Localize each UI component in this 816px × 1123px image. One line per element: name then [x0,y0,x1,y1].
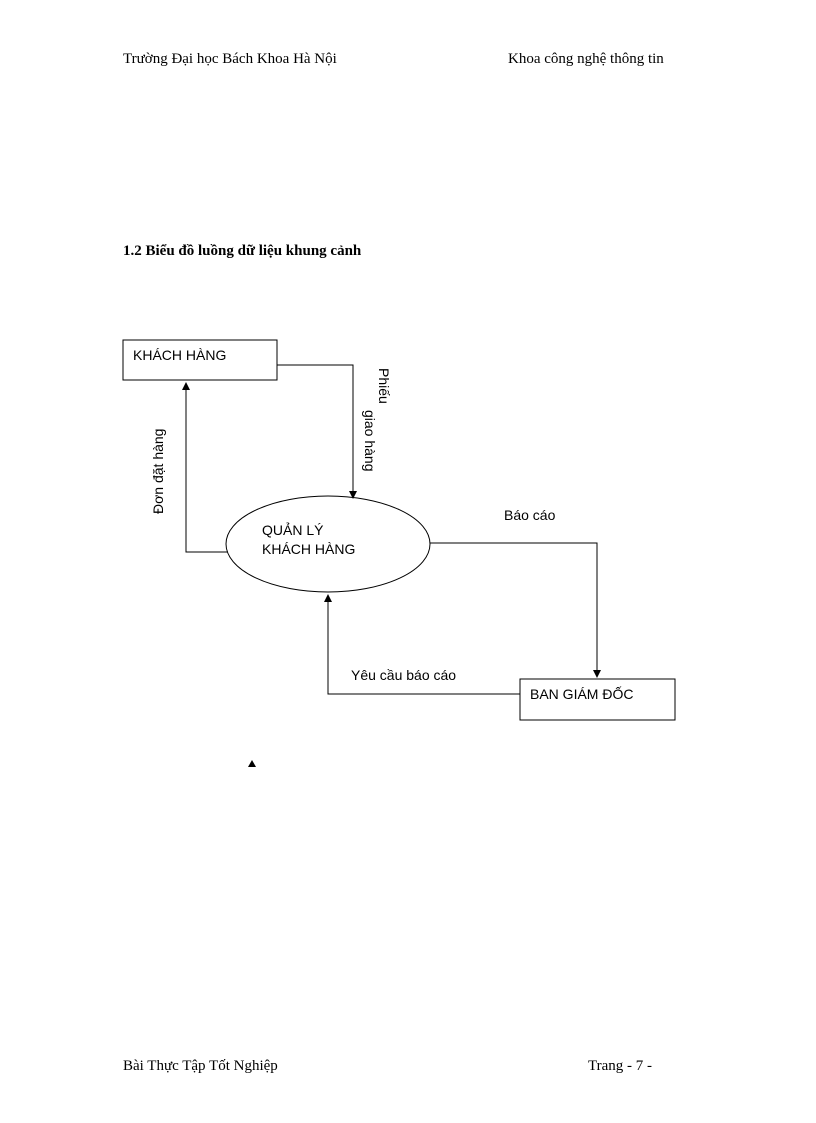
delivery-slip-flow-label-line1: Phiếu [376,368,392,404]
process-label-line1: QUẢN LÝ [262,522,324,538]
header-right: Khoa công nghệ thông tin [508,51,664,67]
board-entity-label: BAN GIÁM ĐỐC [530,686,634,702]
delivery-slip-flow-label-line2: giao hàng [362,410,378,472]
report-flow-label: Báo cáo [504,507,556,523]
header-left: Trường Đại học Bách Khoa Hà Nội [123,51,337,67]
customer-entity-label: KHÁCH HÀNG [133,347,227,363]
process-ellipse [225,495,431,593]
footer-page-number: Trang - 7 - [588,1058,653,1074]
stray-arrowhead-mark [248,760,256,767]
process-label-line2: KHÁCH HÀNG [262,541,356,557]
section-title: 1.2 Biểu đồ luồng dữ liệu khung cảnh [123,243,362,259]
report-flow [430,542,601,678]
order-flow [182,382,228,553]
order-flow-label: Đơn đặt hàng [150,428,166,514]
customer-entity-box [122,339,278,381]
report-request-flow-label: Yêu cầu báo cáo [351,667,457,683]
footer-left: Bài Thực Tập Tốt Nghiệp [123,1058,278,1074]
board-entity-box [519,678,676,721]
report-request-flow [324,594,520,695]
delivery-slip-flow [277,364,357,499]
